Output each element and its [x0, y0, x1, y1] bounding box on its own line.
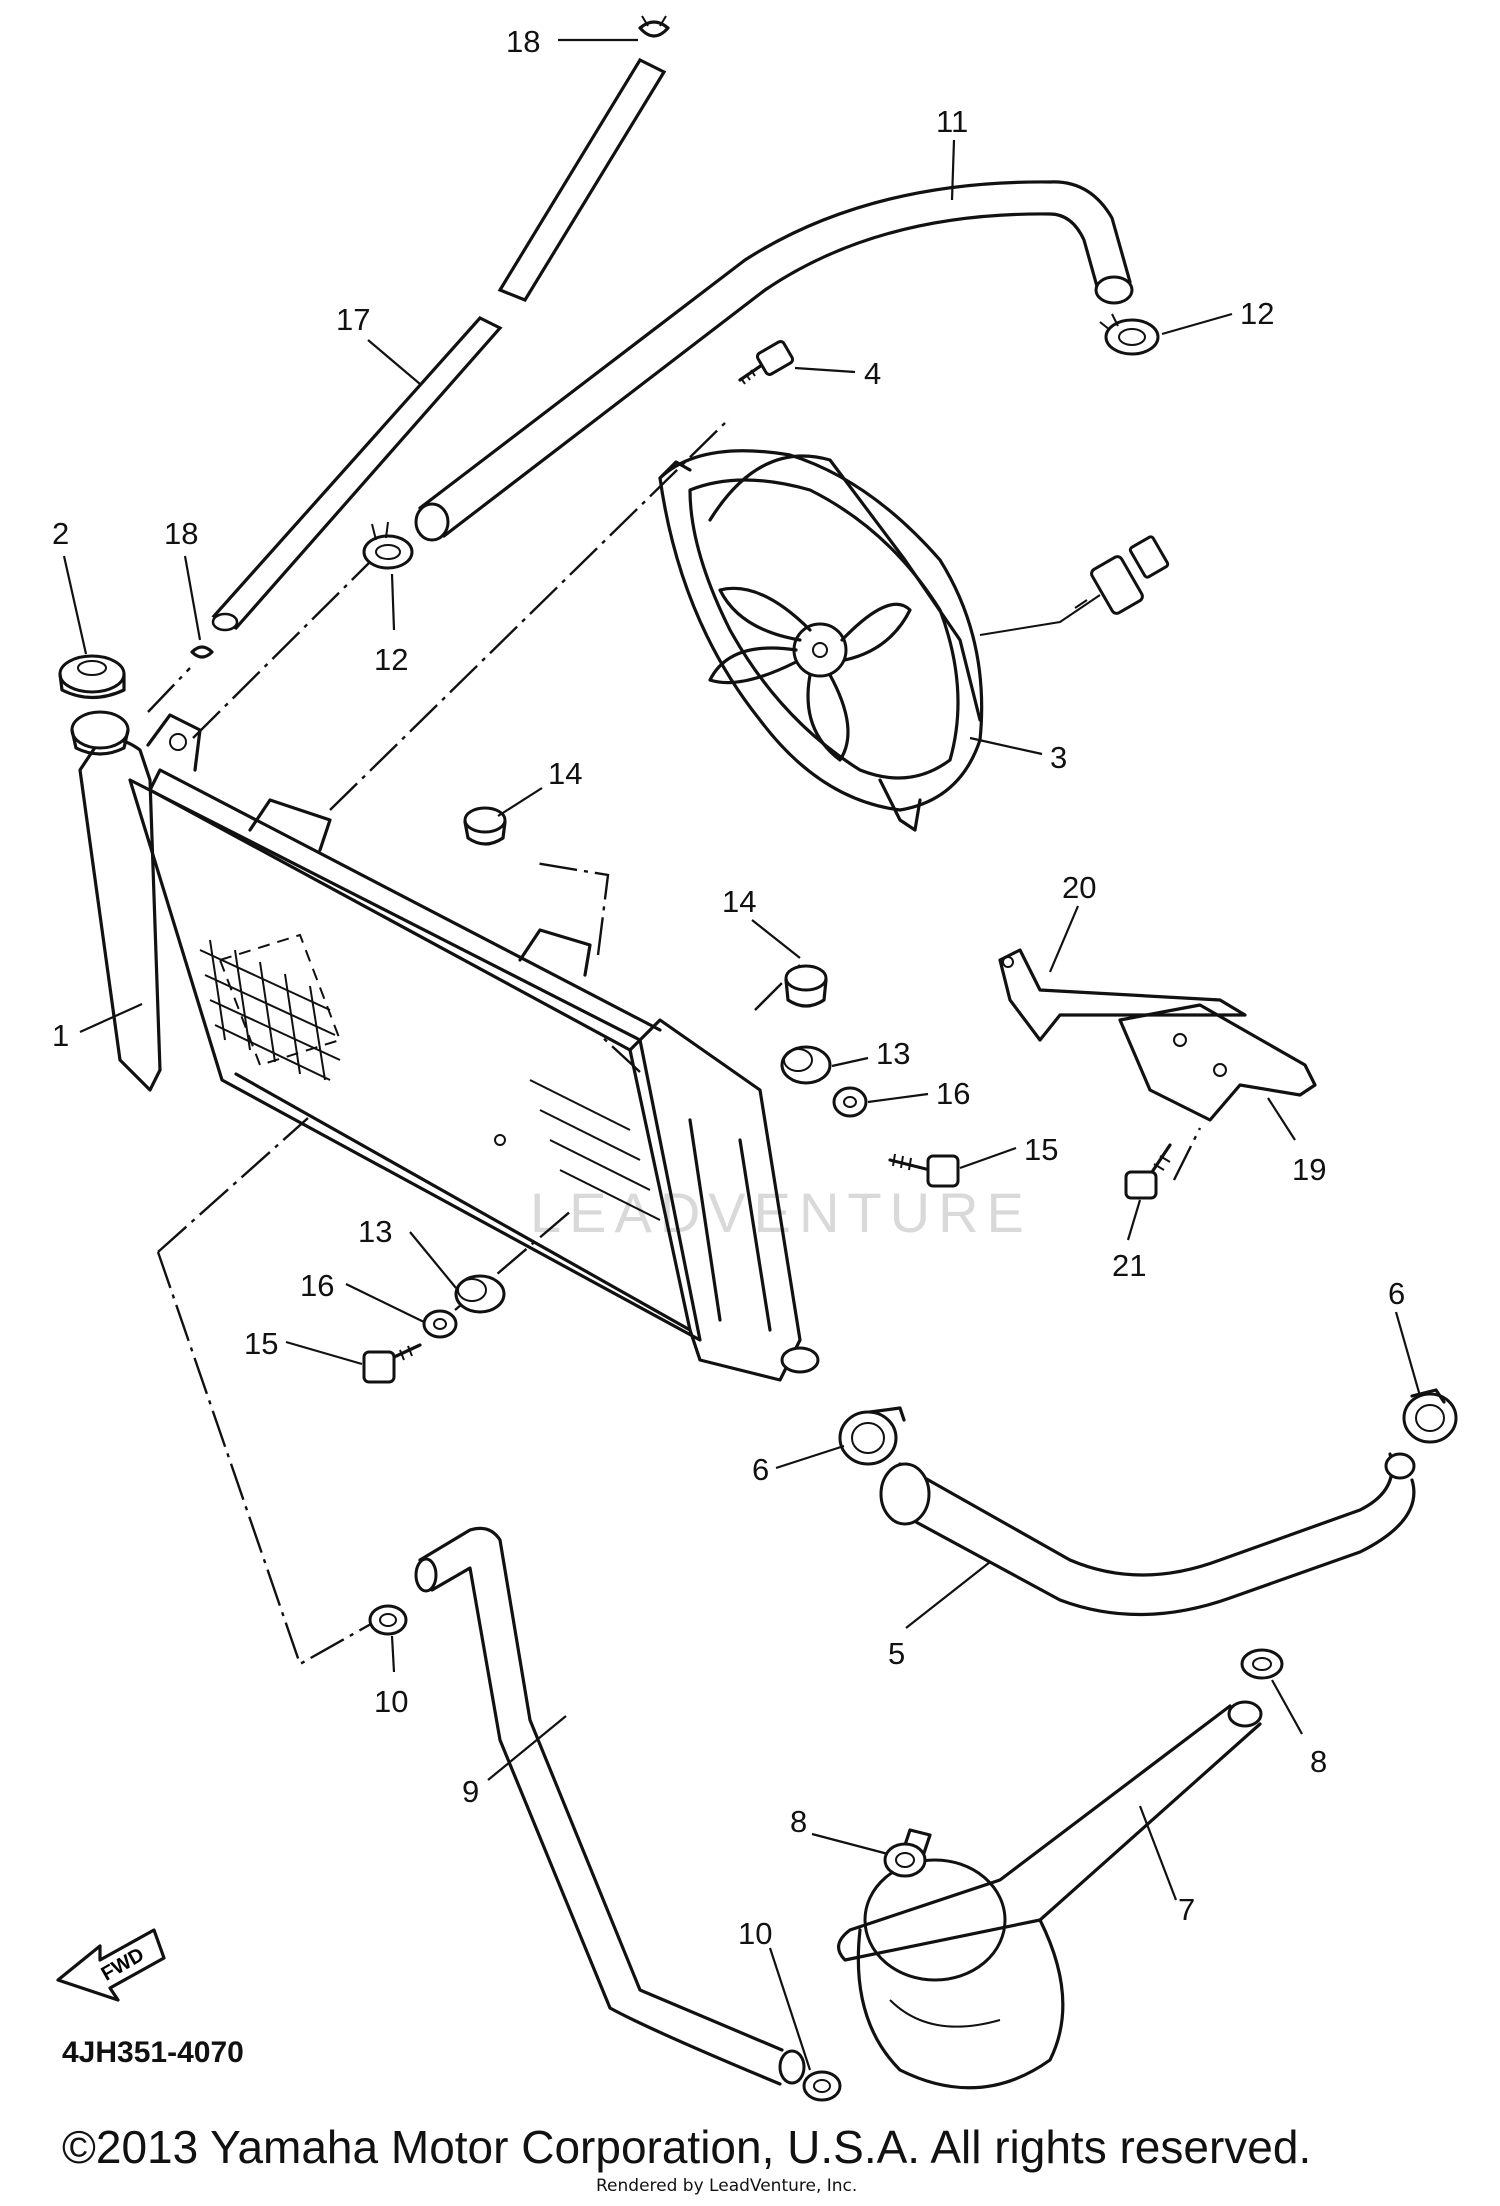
damper-13-right [780, 1045, 832, 1085]
callout-15-right: 15 [1024, 1132, 1058, 1167]
hose-clamp-6-center [838, 1406, 906, 1466]
leader-lines [62, 38, 1422, 2071]
breather-hose-17 [211, 57, 667, 632]
hose-clamp-8-lower [883, 1842, 927, 1878]
bolt-21 [1124, 1143, 1172, 1200]
hose-clamp-10-upper [368, 1604, 408, 1636]
callout-8-lower: 8 [790, 1804, 807, 1839]
callout-10-upper: 10 [374, 1684, 408, 1719]
hose-clip-18-top [638, 15, 670, 38]
callout-14-lower: 14 [722, 884, 756, 919]
callout-21: 21 [1112, 1248, 1146, 1283]
cooling-fan-3 [658, 449, 1170, 832]
radiator-hose-9 [414, 1526, 806, 2086]
callout-4: 4 [864, 356, 881, 391]
bracket-20 [998, 948, 1247, 1042]
callout-3: 3 [1050, 740, 1067, 775]
forward-arrow-icon: FWD [56, 1928, 166, 2002]
callout-16-right: 16 [936, 1076, 970, 1111]
bolt-15-right [888, 1153, 960, 1188]
washer-16-right [832, 1086, 868, 1118]
rendered-by-notice: Rendered by LeadVenture, Inc. [596, 2176, 858, 2196]
callout-5: 5 [888, 1636, 905, 1671]
lower-radiator-hose-5 [879, 1452, 1416, 1617]
washer-16-left [422, 1309, 458, 1339]
hose-clamp-12-right [1099, 313, 1160, 356]
hose-clamp-10-lower [802, 2070, 842, 2102]
bypass-hose-7 [837, 1700, 1263, 1962]
callout-16-left: 16 [300, 1268, 334, 1303]
callout-20: 20 [1062, 870, 1096, 905]
diagram-code: 4JH351-4070 [62, 2036, 244, 2069]
hose-clamp-6-right [1402, 1388, 1458, 1444]
hose-clamp-12-left [362, 521, 414, 570]
callout-8-upper: 8 [1310, 1744, 1327, 1779]
callout-6-center: 6 [752, 1452, 769, 1487]
callout-10-lower: 10 [738, 1916, 772, 1951]
callout-11: 11 [936, 104, 968, 139]
callout-6-right: 6 [1388, 1276, 1405, 1311]
callout-15-left: 15 [244, 1326, 278, 1361]
callout-13-right: 13 [876, 1036, 910, 1071]
callout-2: 2 [52, 516, 69, 551]
callout-18-top: 18 [506, 24, 540, 59]
assembly-guide-lines [147, 417, 1202, 1666]
callout-7: 7 [1178, 1892, 1195, 1927]
radiator-cap-2 [58, 654, 126, 700]
callout-18-left: 18 [164, 516, 198, 551]
callout-12-right: 12 [1240, 296, 1274, 331]
bracket-19 [1118, 1003, 1317, 1122]
callout-14-upper: 14 [548, 756, 582, 791]
callout-1: 1 [52, 1018, 69, 1053]
upper-radiator-hose-11 [414, 180, 1134, 542]
callout-13-left: 13 [358, 1214, 392, 1249]
callout-17: 17 [336, 302, 370, 337]
copyright-notice: ©2013 Yamaha Motor Corporation, U.S.A. A… [62, 2121, 1312, 2173]
callout-19: 19 [1292, 1152, 1326, 1187]
hose-clip-18-left [190, 645, 214, 659]
callout-labels: 18 11 12 4 17 2 18 12 3 14 20 14 1 13 16… [52, 24, 1405, 1951]
callout-9: 9 [462, 1774, 479, 1809]
radiator-1 [70, 710, 820, 1382]
bolt-4 [738, 340, 795, 385]
callout-12-left: 12 [374, 642, 408, 677]
hose-clamp-8-upper [1240, 1648, 1284, 1680]
grommet-14-lower [784, 964, 828, 1008]
grommet-14-upper [463, 806, 507, 846]
bolt-15-left [362, 1343, 422, 1384]
damper-13-left [454, 1274, 506, 1314]
